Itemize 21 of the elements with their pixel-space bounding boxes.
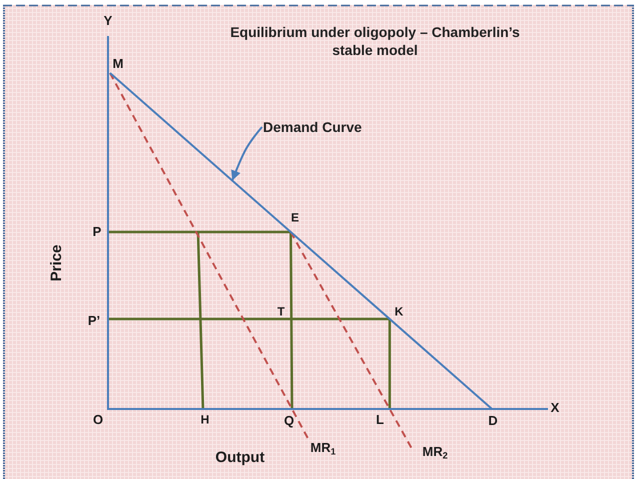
point-label: M	[112, 57, 124, 71]
point-label: P	[92, 225, 102, 239]
point-label: L	[376, 413, 384, 427]
leader-arrow	[231, 126, 263, 181]
axis-label: Price	[49, 244, 65, 282]
curve-label: MR$_{1}$	[310, 441, 336, 455]
point-label: P’	[88, 314, 100, 328]
chart-title: Equilibrium under oligopoly – Chamberlin’s stable model	[229, 23, 521, 59]
point-label: E	[291, 212, 299, 224]
point-label: O	[92, 413, 104, 427]
point-label: K	[394, 306, 404, 318]
axis-label: Y	[104, 14, 112, 28]
axis-label: X	[550, 401, 560, 415]
point-label: H	[200, 414, 210, 426]
demand-line	[109, 72, 493, 410]
curve-label: Demand Curve	[263, 119, 362, 135]
point-label: Q	[284, 414, 294, 428]
point-label: D	[488, 414, 498, 428]
curve-label: MR$_{2}$	[422, 445, 448, 459]
axis-label: Output	[215, 450, 265, 466]
point-label: T	[277, 306, 285, 318]
